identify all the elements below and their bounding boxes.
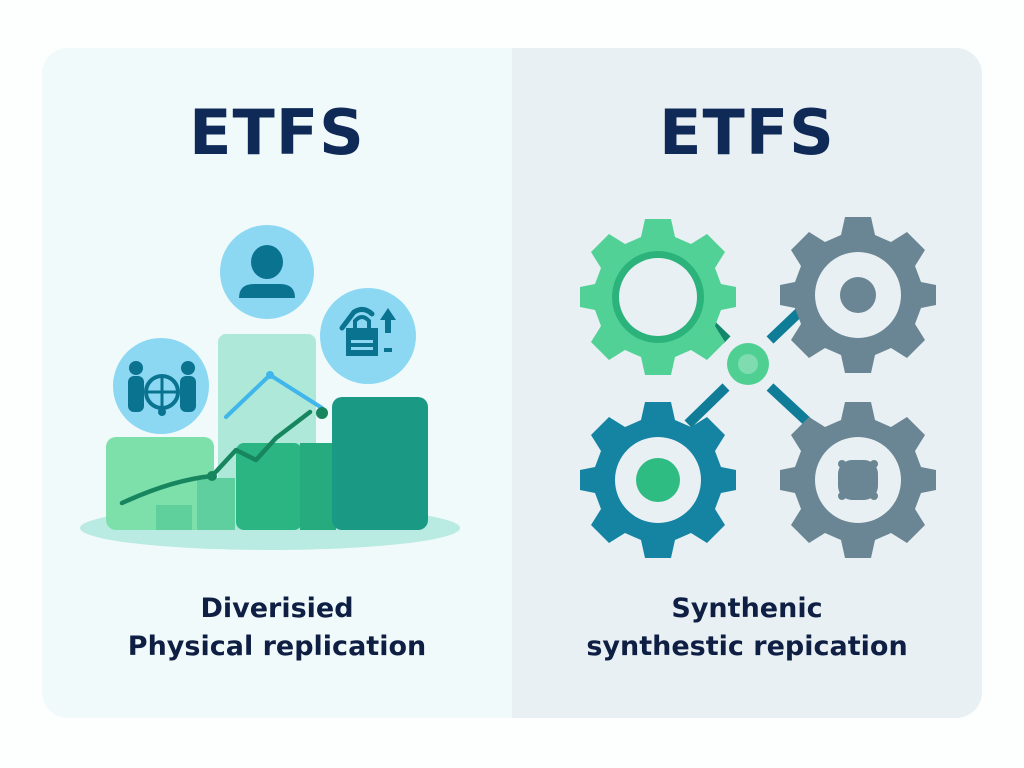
bar-3 [236,443,302,530]
gear-hub-icon [727,343,769,385]
bar-1-inner [156,505,192,530]
bar-5 [332,397,428,530]
left-caption: Diverisied Physical replication [42,590,512,666]
right-caption-line1: Synthenic [671,593,823,624]
gear-top-right-icon [780,217,936,373]
people-globe-icon [113,338,209,434]
left-title: ETFS [189,96,365,169]
connector-bottom-right [766,383,816,430]
synthetic-replication-illustration [580,217,936,558]
trend-line [119,409,313,506]
user-icon [220,225,314,319]
left-caption-line2: Physical replication [127,631,427,662]
left-caption-line1: Diverisied [200,593,354,624]
synthetic-replication-panel: ETFS [512,48,982,718]
comparison-card: ETFS [42,48,982,718]
right-caption-line2: synthestic repication [586,631,908,662]
right-caption: Synthenic synthestic repication [512,590,982,666]
lock-growth-icon [320,288,416,384]
gear-bottom-left-icon [580,402,736,558]
right-title: ETFS [659,96,835,169]
physical-replication-panel: ETFS [42,48,512,718]
bar-4 [300,443,336,530]
gear-top-left-icon [580,219,736,375]
gear-bottom-right-icon [780,402,936,558]
physical-replication-illustration [80,225,460,550]
bar-2 [197,478,235,530]
connector-bottom-left [684,383,730,428]
